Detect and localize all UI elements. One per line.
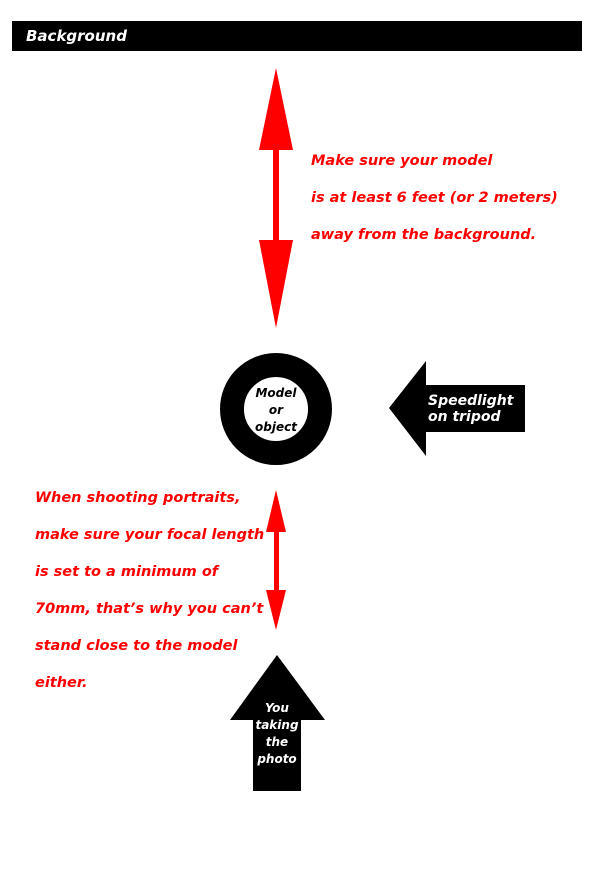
model-label-line-3: object bbox=[255, 420, 297, 434]
note-bottom-line-4: 70mm, that’s why you can’t bbox=[35, 601, 264, 617]
photographer-label-line-4: photo bbox=[257, 752, 297, 766]
note-focal-length: When shooting portraits, make sure your … bbox=[35, 480, 264, 702]
note-top-line-1: Make sure your model bbox=[311, 153, 493, 169]
speedlight-label-line-1: Speedlight bbox=[428, 393, 514, 409]
note-bottom-line-1: When shooting portraits, bbox=[35, 490, 241, 506]
model-ring bbox=[220, 353, 332, 465]
note-bottom-line-6: either. bbox=[35, 675, 88, 691]
note-top-line-3: away from the background. bbox=[311, 227, 537, 243]
distance-arrow-bottom bbox=[266, 490, 286, 630]
note-bottom-line-2: make sure your focal length bbox=[35, 527, 265, 543]
speedlight-label: Speedlight on tripod bbox=[428, 393, 516, 425]
photographer-label-line-2: taking bbox=[255, 718, 299, 732]
speedlight-arrow bbox=[389, 361, 525, 456]
photographer-arrow bbox=[230, 655, 325, 791]
note-bottom-line-3: is set to a minimum of bbox=[35, 564, 219, 580]
note-bottom-line-5: stand close to the model bbox=[35, 638, 238, 654]
note-top-line-2: is at least 6 feet (or 2 meters) bbox=[311, 190, 558, 206]
model-label: Model or object bbox=[236, 385, 316, 436]
photographer-label-line-1: You bbox=[265, 701, 289, 715]
model-label-line-1: Model bbox=[255, 386, 297, 400]
background-label: Background bbox=[26, 27, 127, 45]
photographer-label-line-3: the bbox=[265, 735, 289, 749]
background-bar: Background bbox=[12, 21, 582, 51]
model-label-line-2: or bbox=[268, 403, 284, 417]
distance-arrow-top bbox=[259, 68, 293, 328]
note-distance-from-background: Make sure your model is at least 6 feet … bbox=[311, 143, 558, 254]
photographer-label: You taking the photo bbox=[252, 700, 302, 768]
speedlight-label-line-2: on tripod bbox=[428, 409, 501, 425]
